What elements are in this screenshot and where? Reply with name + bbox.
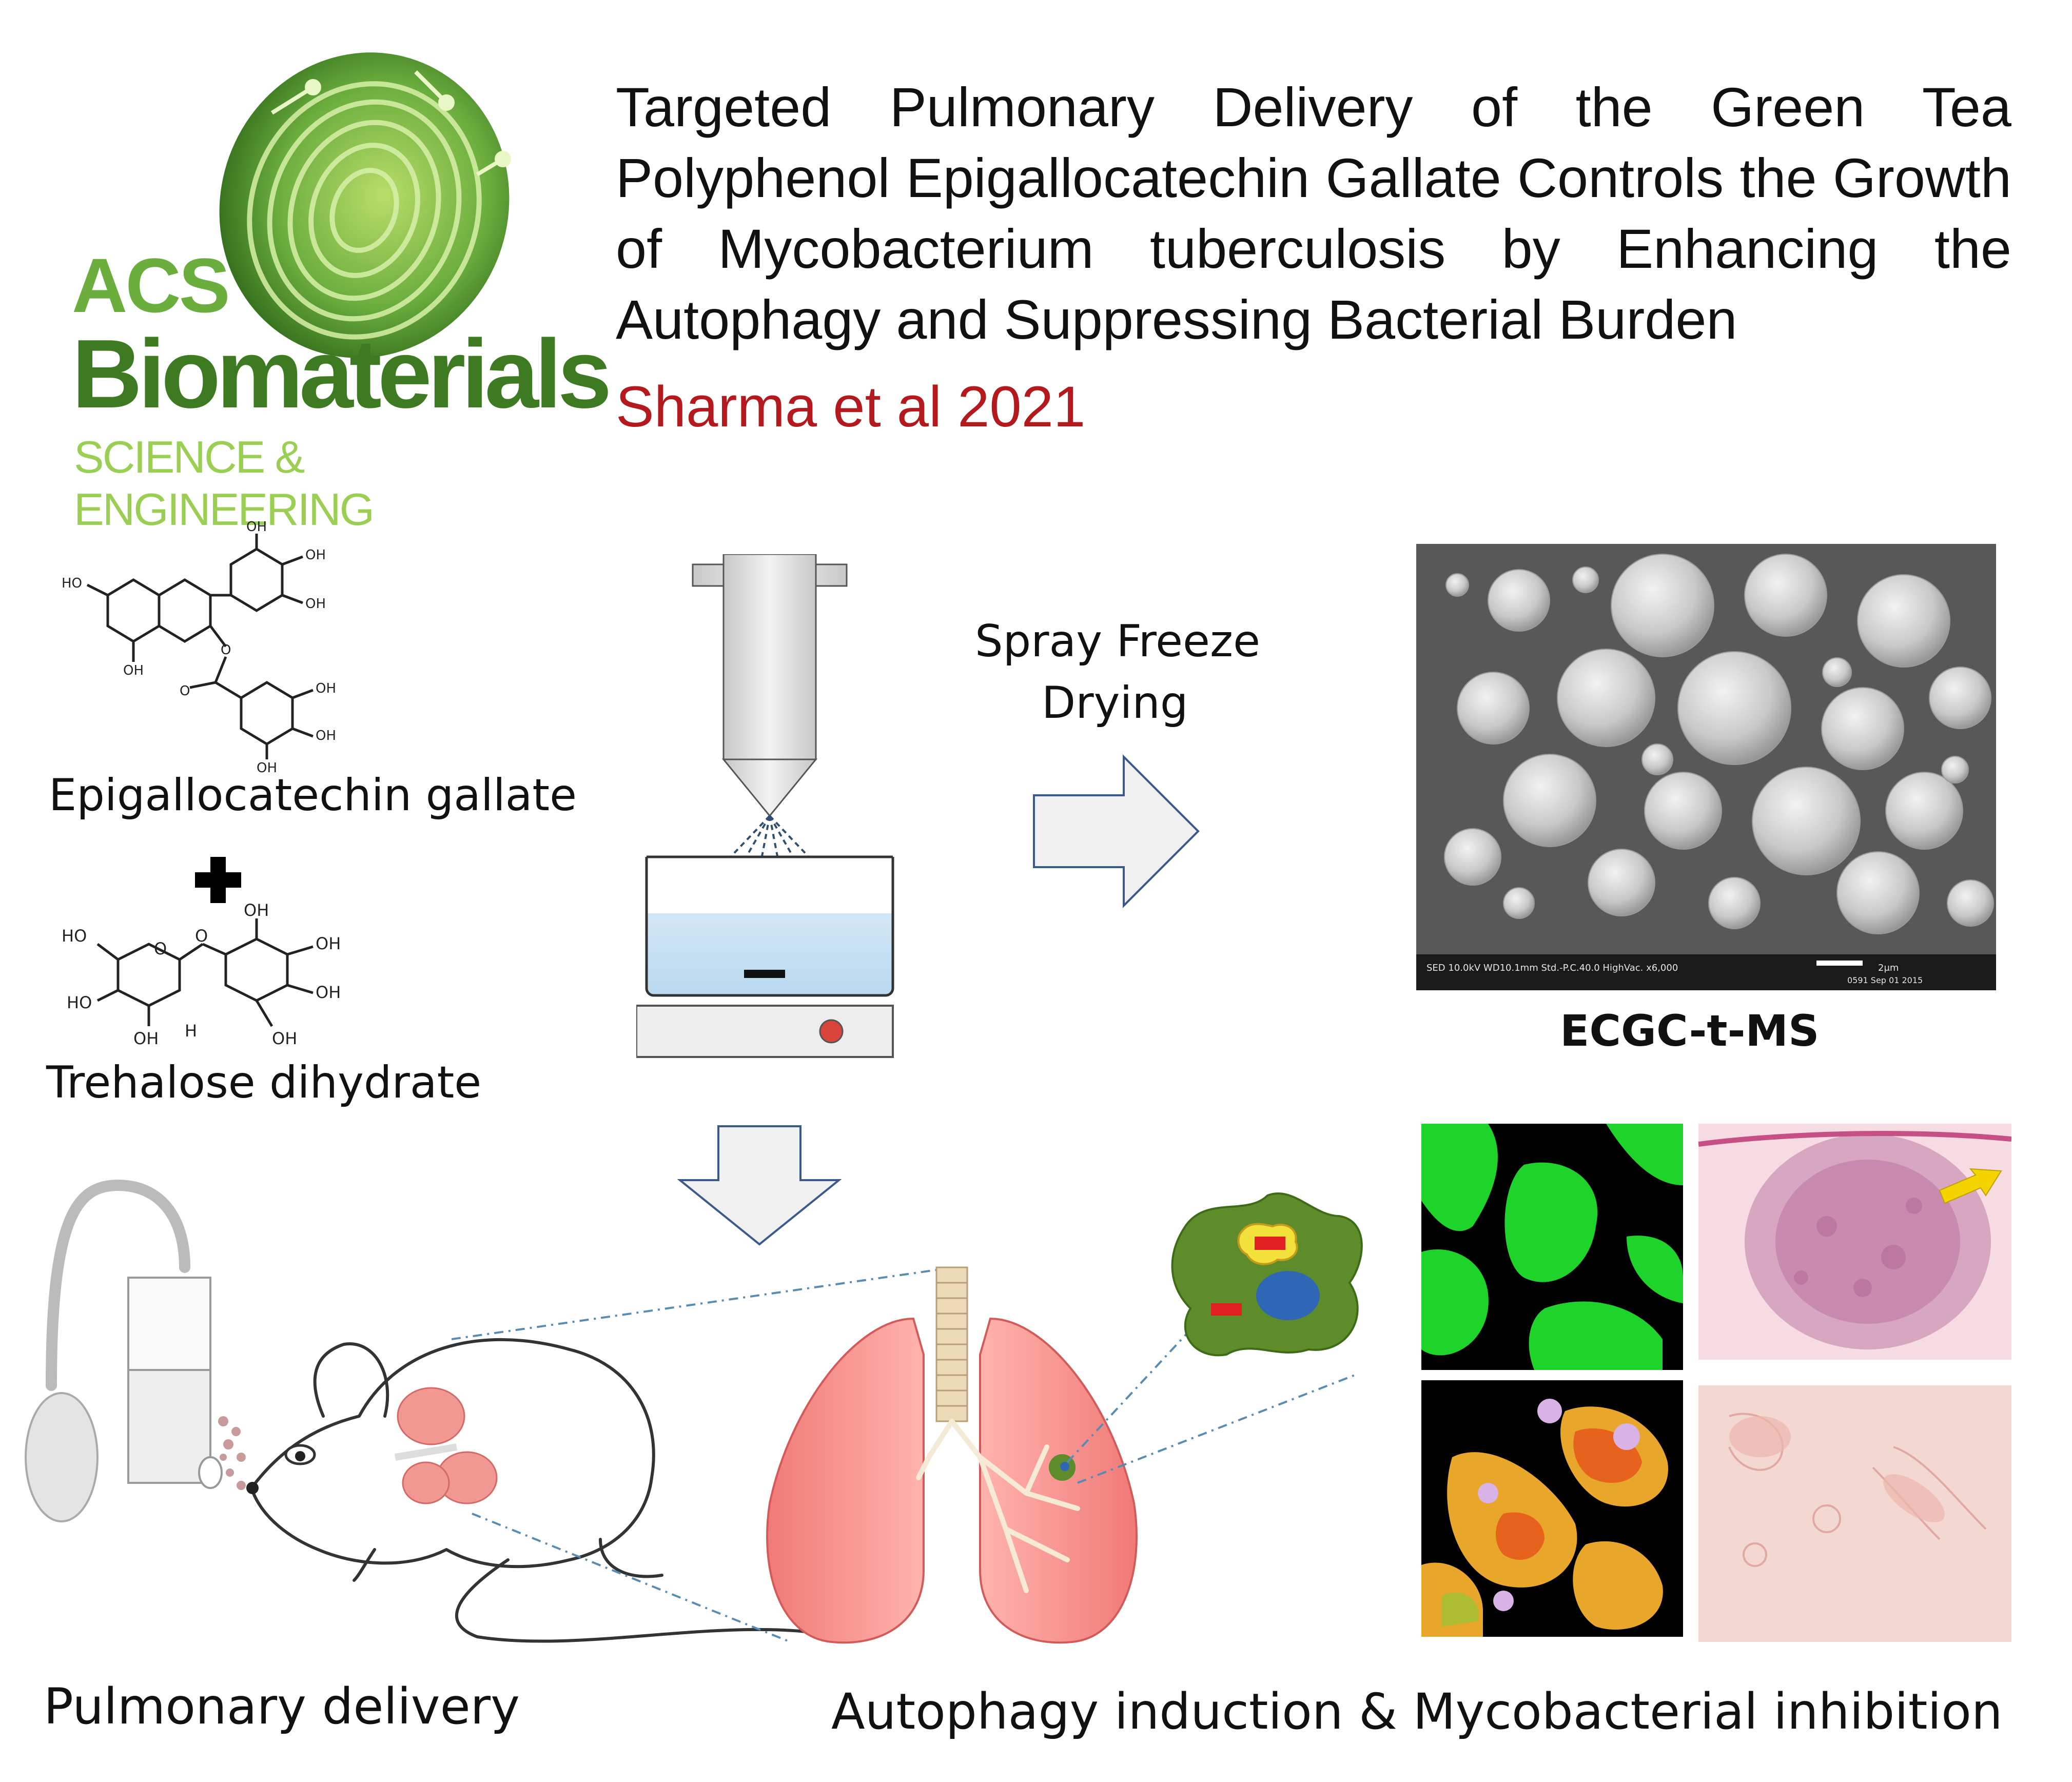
atom-oh: OH bbox=[257, 760, 277, 775]
sem-caption: ECGC-t-MS bbox=[1560, 1006, 1820, 1056]
atom-oh: OH bbox=[133, 1029, 159, 1048]
fluorescence-panel-green bbox=[1421, 1124, 1683, 1370]
atom-h: H bbox=[185, 1021, 197, 1041]
atom-oh: OH bbox=[305, 596, 326, 612]
logo-acs: ACS bbox=[72, 242, 230, 328]
atom-oh: OH bbox=[316, 728, 336, 743]
spray-apparatus bbox=[635, 553, 903, 1062]
sem-scale-label: 2μm bbox=[1878, 963, 1899, 973]
logo-biomaterials: Biomaterials bbox=[72, 320, 612, 428]
trehalose-structure: HO HO OH H O O OH OH OH OH bbox=[56, 900, 375, 1057]
atom-o: O bbox=[221, 642, 231, 658]
atom-o: O bbox=[154, 939, 167, 958]
process-label-line1: Spray Freeze bbox=[975, 616, 1261, 667]
atom-oh: OH bbox=[316, 934, 341, 953]
atom-oh: OH bbox=[305, 547, 326, 563]
trehalose-label: Trehalose dihydrate bbox=[46, 1057, 482, 1108]
sem-meta: 0591 Sep 01 2015 bbox=[1847, 975, 1923, 985]
paper-title: Targeted Pulmonary Delivery of the Green… bbox=[616, 76, 2011, 350]
process-label-line2: Drying bbox=[1042, 677, 1188, 729]
autophagy-label: Autophagy induction & Mycobacterial inhi… bbox=[831, 1683, 2003, 1740]
atom-o: O bbox=[180, 683, 190, 699]
zoom-lines-cell bbox=[1057, 1314, 1365, 1519]
atom-oh: OH bbox=[246, 519, 267, 535]
plus-icon bbox=[195, 857, 241, 903]
atom-o: O bbox=[195, 926, 208, 946]
lungs-illustration bbox=[759, 1262, 1155, 1652]
sem-info-bar: SED 10.0kV WD10.1mm Std.-P.C.40.0 HighVa… bbox=[1426, 963, 1678, 973]
down-arrow-icon bbox=[677, 1124, 842, 1247]
atom-oh: OH bbox=[316, 983, 341, 1002]
sem-image: SED 10.0kV WD10.1mm Std.-P.C.40.0 HighVa… bbox=[1416, 544, 1996, 990]
macrophage-cell bbox=[1165, 1185, 1375, 1370]
logo-subtitle: SCIENCE & ENGINEERING bbox=[74, 432, 375, 535]
atom-oh: OH bbox=[244, 903, 269, 920]
fingerprint-icon bbox=[219, 52, 511, 358]
histology-panel-top bbox=[1698, 1124, 2012, 1360]
inhaler-illustration bbox=[15, 1165, 246, 1524]
atom-oh: OH bbox=[123, 663, 144, 678]
title-block: Targeted Pulmonary Delivery of the Green… bbox=[616, 72, 2011, 440]
egcg-label: Epigallocatechin gallate bbox=[49, 770, 577, 821]
atom-oh: OH bbox=[316, 681, 336, 696]
zoom-lines bbox=[451, 1262, 965, 1683]
atom-oh: OH bbox=[272, 1029, 297, 1048]
right-arrow-icon bbox=[1031, 754, 1201, 908]
fluorescence-panel-merged bbox=[1421, 1380, 1683, 1637]
egcg-structure: HO OH OH OH OH O O OH OH OH bbox=[51, 518, 369, 776]
histology-panel-bottom bbox=[1698, 1385, 2011, 1642]
arrow-marker-icon bbox=[1939, 1168, 2002, 1204]
atom-ho: HO bbox=[67, 993, 92, 1012]
citation: Sharma et al 2021 bbox=[616, 375, 1086, 439]
mouse-illustration bbox=[241, 1262, 821, 1652]
journal-logo: ACS Biomaterials SCIENCE & ENGINEERING bbox=[56, 41, 612, 535]
atom-ho: HO bbox=[62, 926, 87, 946]
pulmonary-delivery-label: Pulmonary delivery bbox=[44, 1678, 520, 1735]
atom-ho: HO bbox=[62, 576, 82, 591]
